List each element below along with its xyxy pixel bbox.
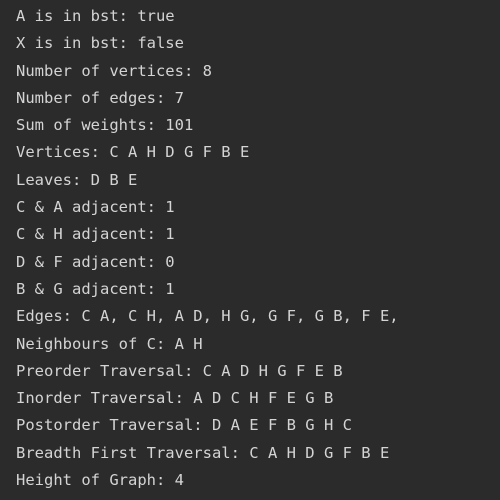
output-line-edges: Edges: C A, C H, A D, H G, G F, G B, F E… <box>16 307 399 326</box>
output-line-adjacent-c-h: C & H adjacent: 1 <box>16 225 175 244</box>
output-line-bst-a: A is in bst: true <box>16 7 175 25</box>
output-line-adjacent-b-g: B & G adjacent: 1 <box>16 279 175 298</box>
output-line-breadth-first: Breadth First Traversal: C A H D G F B E <box>16 443 390 462</box>
output-line-vertices: Vertices: C A H D G F B E <box>16 143 250 162</box>
output-line-bst-x: X is in bst: false <box>16 34 184 53</box>
output-line-vertex-count: Number of vertices: 8 <box>16 61 212 80</box>
output-line-leaves: Leaves: D B E <box>16 170 138 189</box>
output-line-height: Height of Graph: 4 <box>16 471 184 490</box>
output-line-edge-count: Number of edges: 7 <box>16 88 184 107</box>
output-line-weight-sum: Sum of weights: 101 <box>16 116 194 135</box>
output-line-adjacent-c-a: C & A adjacent: 1 <box>16 198 175 217</box>
output-line-inorder: Inorder Traversal: A D C H F E G B <box>16 389 334 408</box>
output-line-adjacent-d-f: D & F adjacent: 0 <box>16 252 175 271</box>
output-line-postorder: Postorder Traversal: D A E F B G H C <box>16 416 352 435</box>
output-line-preorder: Preorder Traversal: C A D H G F E B <box>16 361 343 380</box>
output-line-neighbours: Neighbours of C: A H <box>16 334 203 353</box>
